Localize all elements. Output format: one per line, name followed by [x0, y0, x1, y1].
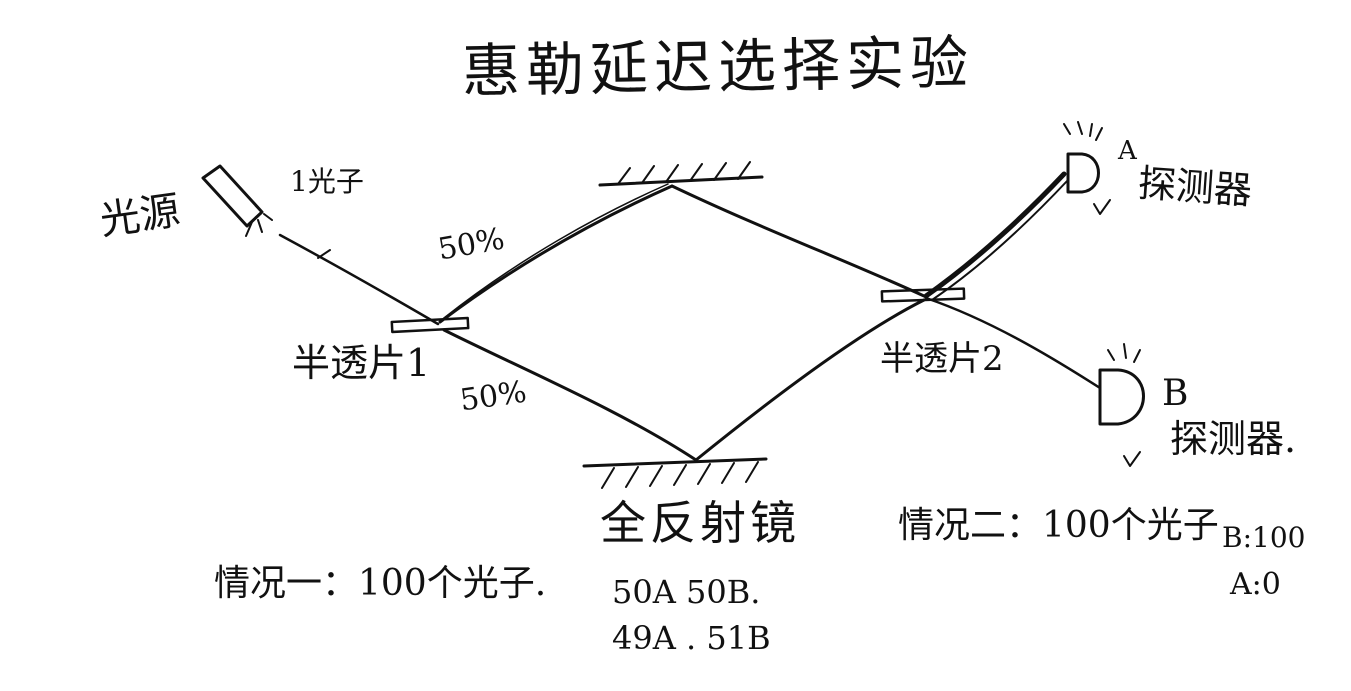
detector-b-letter: B: [1162, 373, 1189, 414]
detector-b-icon: [1098, 343, 1145, 467]
case-1-label: 情况一：100个光子.: [214, 563, 547, 604]
top-mirror: [598, 161, 764, 187]
splitter-2-label: 半透片2: [880, 339, 1004, 379]
mirror-label: 全反射镜: [600, 496, 800, 550]
incoming-beam: [278, 233, 440, 326]
upper-path-1-trace: [443, 183, 669, 319]
page-title: 惠勒延迟选择实验: [461, 28, 975, 106]
case-1-result-line-2: 49A . 51B: [612, 619, 771, 657]
upper-path-1: [438, 184, 674, 324]
detector-a-icon: [1063, 121, 1111, 215]
one-photon-label: 1光子: [290, 165, 364, 198]
output-path-b: [924, 296, 1102, 390]
case-2-result-line-2: A:0: [1230, 567, 1281, 602]
lower-path-2: [694, 298, 926, 462]
percent-lower-label: 50%: [457, 374, 529, 419]
splitter-1-label: 半透片1: [292, 341, 431, 385]
output-path-a-trace: [931, 179, 1069, 301]
output-path-a: [923, 171, 1067, 299]
detector-a-label: 探测器: [1136, 161, 1254, 213]
photon-arrow-tick: [317, 249, 331, 259]
bottom-mirror: [582, 457, 768, 489]
case-2-label: 情况二：100个光子: [898, 505, 1219, 546]
detector-b-label: 探测器.: [1170, 417, 1297, 461]
case-2-result-line-1: B:100: [1222, 521, 1306, 554]
upper-path-2: [670, 184, 926, 298]
detector-a-letter: A: [1118, 136, 1137, 166]
light-source-icon: [201, 164, 273, 237]
beam-splitter-2: [880, 287, 966, 303]
case-1-result-line-1: 50A 50B.: [612, 573, 761, 611]
beam-splitter-1: [390, 316, 470, 334]
lower-path-1: [442, 328, 698, 462]
light-source-label: 光源: [97, 187, 183, 245]
